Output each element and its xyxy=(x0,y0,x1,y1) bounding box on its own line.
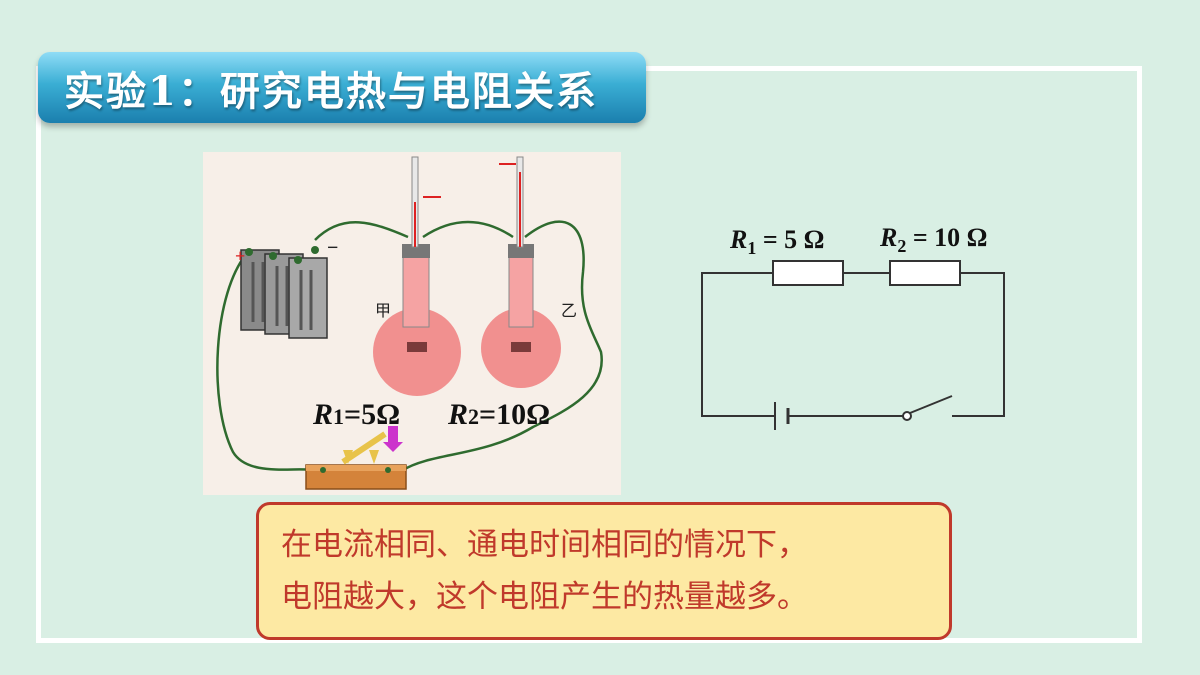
r1-label: R1=5Ω xyxy=(312,398,400,431)
resistor-r2 xyxy=(889,260,961,286)
switch-symbol-icon xyxy=(902,395,953,421)
apparatus-drawing: + − 甲 乙 R1=5Ω R2=10Ω xyxy=(216,156,603,490)
r2-label: R2=10Ω xyxy=(447,398,550,431)
flask-left-icon xyxy=(373,156,461,396)
wire-right xyxy=(402,220,603,472)
apparatus-illustration: + − 甲 乙 R1=5Ω R2=10Ω xyxy=(203,152,621,495)
flask-right-label: 乙 xyxy=(561,303,577,320)
switch-icon xyxy=(305,426,407,490)
schematic-r2-label: R2 = 10 Ω xyxy=(879,223,987,256)
schematic-drawing: R1 = 5 Ω R2 = 10 Ω xyxy=(701,223,1005,430)
flask-right-icon xyxy=(481,156,561,388)
battery-plus: + xyxy=(235,246,245,266)
flask-left-label: 甲 xyxy=(375,303,391,320)
schematic-wires xyxy=(701,272,1005,417)
schematic-r1-label: R1 = 5 Ω xyxy=(729,225,824,258)
battery-symbol-icon xyxy=(774,402,790,430)
wire-battery-flask xyxy=(314,221,409,241)
conclusion-box: 在电流相同、通电时间相同的情况下， 电阻越大，这个电阻产生的热量越多。 xyxy=(256,502,952,640)
battery-icon xyxy=(240,246,328,339)
conclusion-line-2: 电阻越大，这个电阻产生的热量越多。 xyxy=(281,579,808,615)
battery-minus: − xyxy=(327,237,338,259)
title-bar: 实验1：研究电热与电阻关系 xyxy=(38,52,646,123)
wire-left xyxy=(216,251,314,472)
conclusion-line-1: 在电流相同、通电时间相同的情况下， xyxy=(281,527,808,563)
page-title: 实验1：研究电热与电阻关系 xyxy=(64,67,598,115)
circuit-schematic: R1 = 5 Ω R2 = 10 Ω xyxy=(690,220,1020,440)
resistor-r1 xyxy=(772,260,844,286)
wire-flask-flask xyxy=(422,220,514,239)
